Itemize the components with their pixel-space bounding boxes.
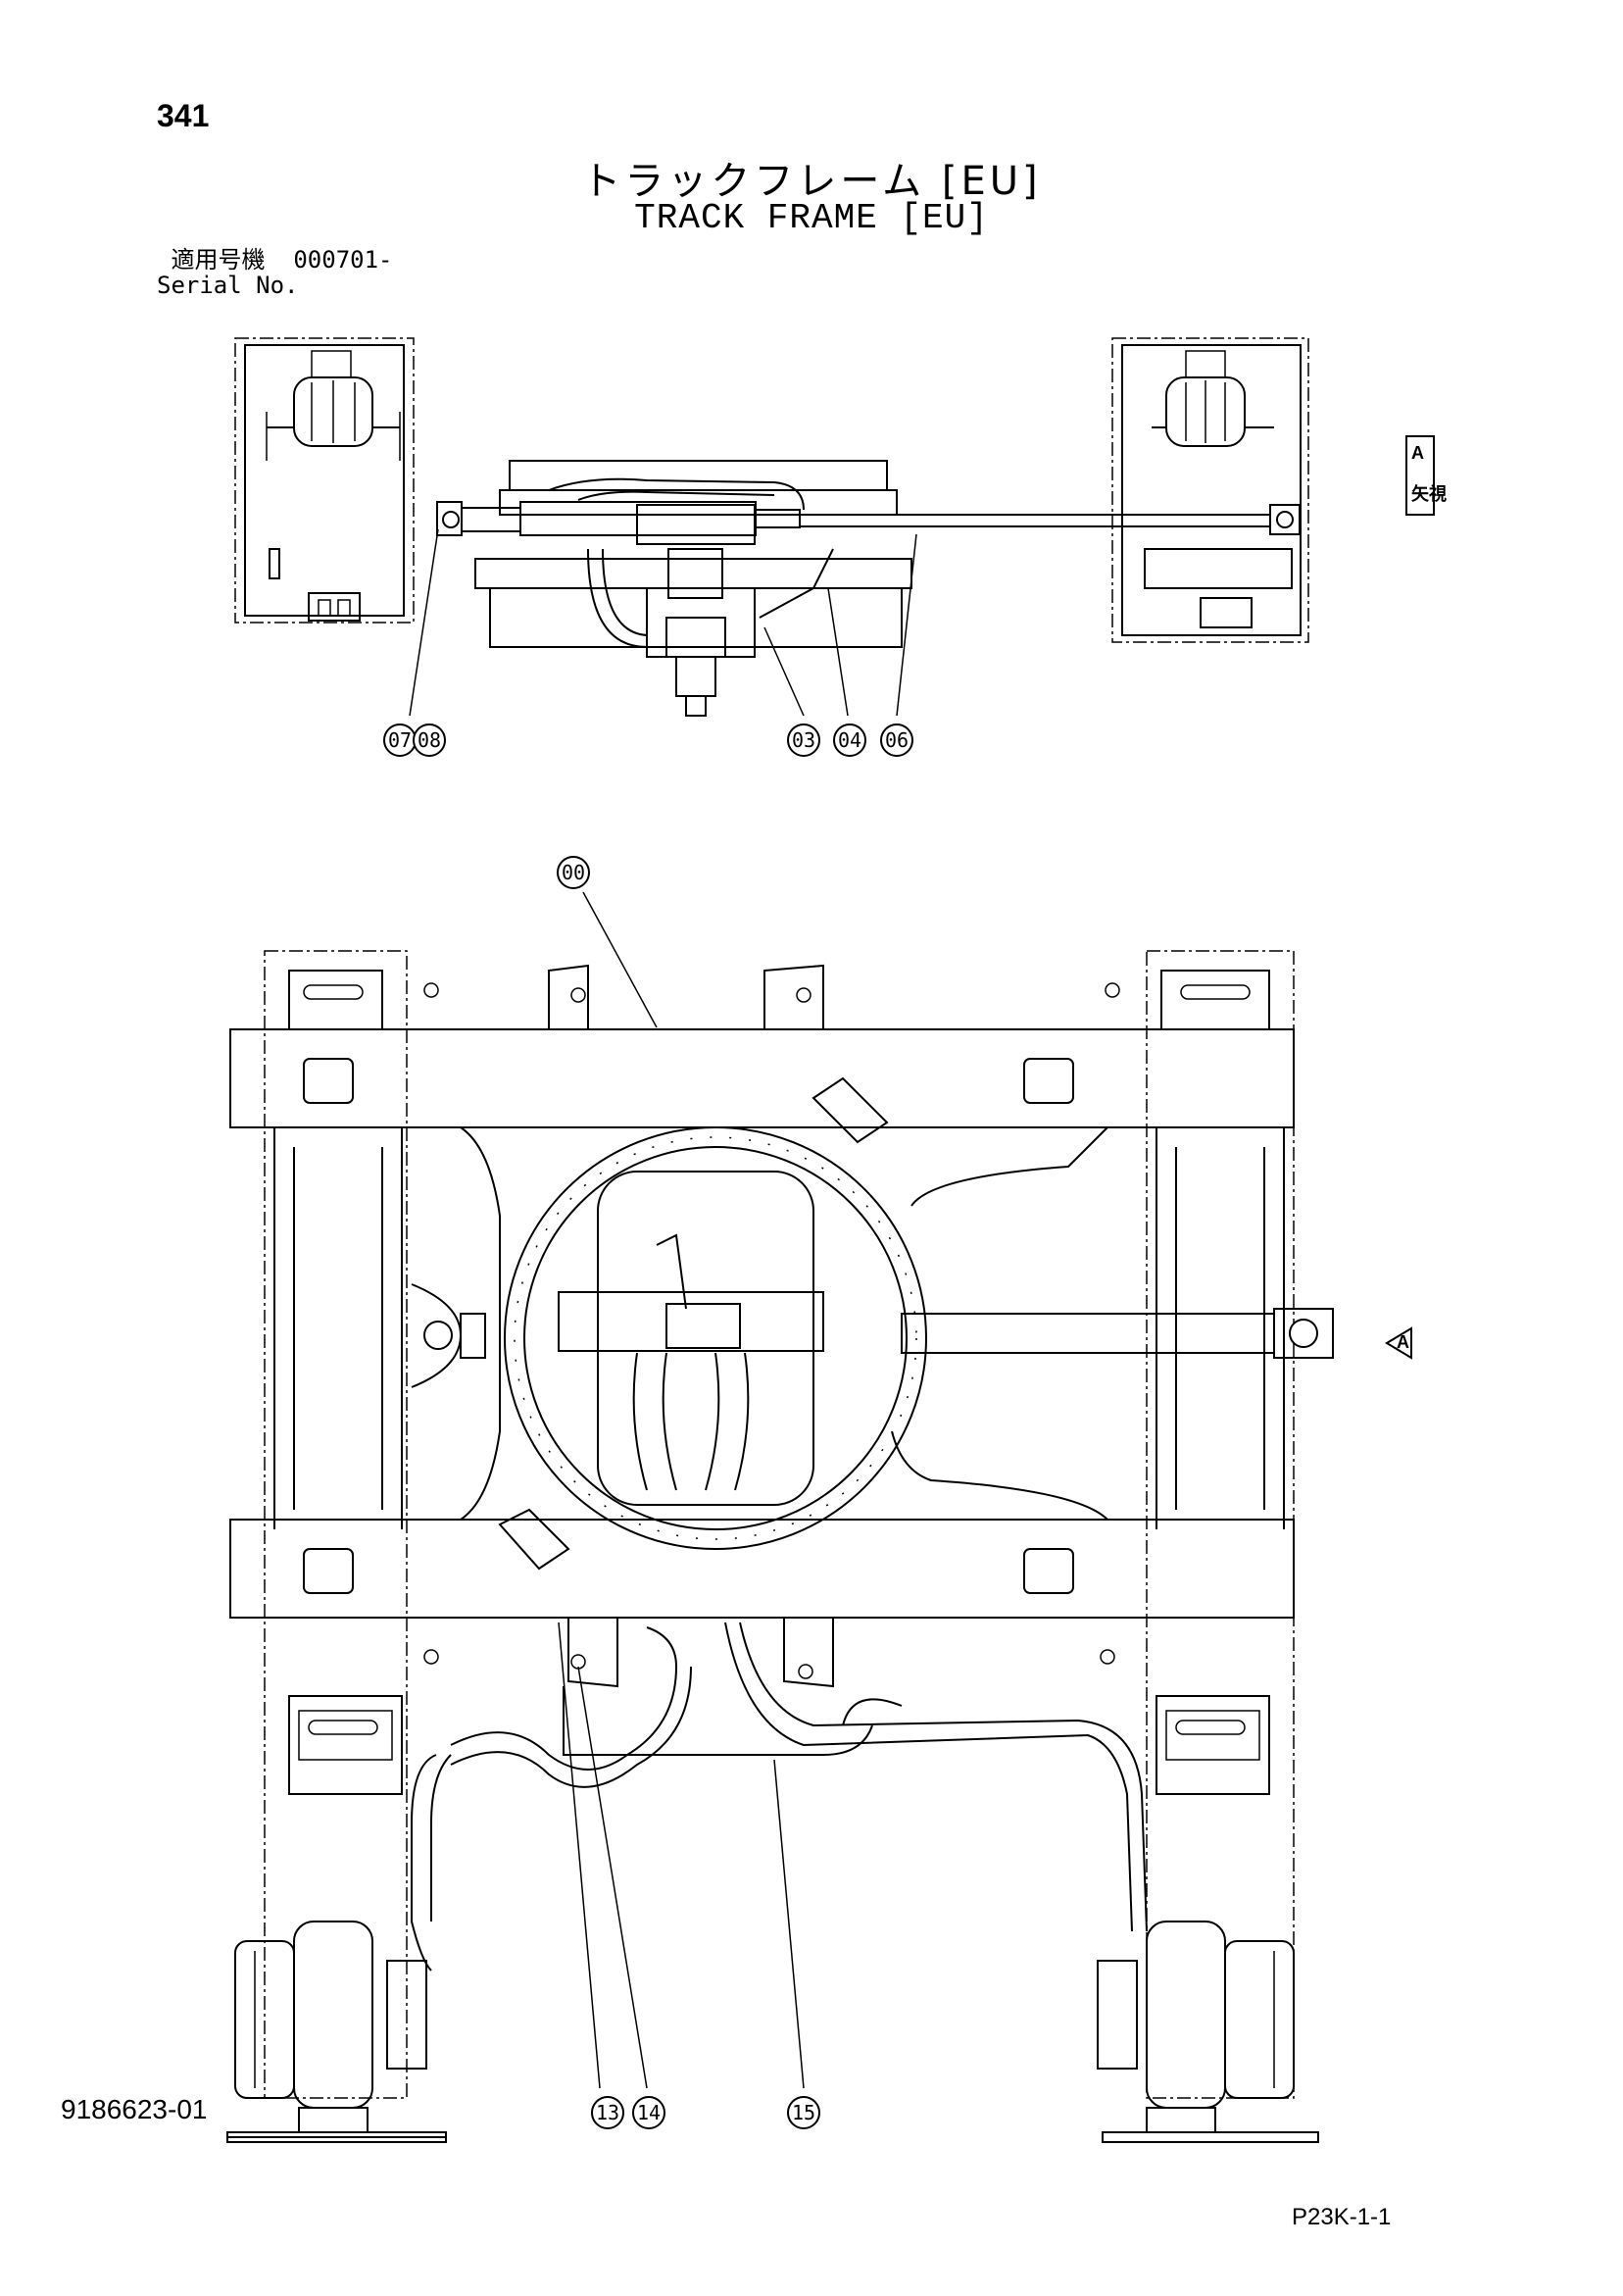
- callout-06-label: 06: [885, 728, 909, 752]
- view-a-caption: 矢視: [1411, 483, 1447, 504]
- serial-number-block: 適用号機 000701- Serial No.: [157, 247, 393, 298]
- rear-cross-member: [229, 1519, 1295, 1688]
- page-code: P23K-1-1: [1292, 2204, 1392, 2230]
- callout-13-label: 13: [596, 2101, 619, 2124]
- right-final-drive: [1097, 1921, 1295, 2133]
- right-base-plate: [1102, 2131, 1319, 2143]
- left-final-drive: [234, 1921, 427, 2133]
- callout-08-label: 08: [418, 728, 441, 752]
- callout-03: 03: [787, 724, 820, 757]
- side-view-leaders: [409, 528, 917, 717]
- plan-view: [226, 950, 1334, 2143]
- title-english: TRACK FRAME [EU]: [634, 198, 989, 238]
- diagonal-markers: [498, 1076, 889, 1571]
- side-view: [234, 337, 1309, 717]
- callout-15-label: 15: [792, 2101, 815, 2124]
- view-a-arrow-label: A: [1397, 1332, 1409, 1352]
- callout-00: 00: [557, 856, 590, 889]
- view-a-label: A: [1411, 443, 1424, 463]
- callout-08: 08: [413, 724, 446, 757]
- serial-value: 000701-: [293, 246, 393, 274]
- right-track-rails: [1146, 950, 1295, 2099]
- callout-04: 04: [833, 724, 866, 757]
- serial-label-ja: 適用号機: [171, 246, 266, 274]
- left-track-end: [234, 337, 415, 624]
- callout-06: 06: [880, 724, 913, 757]
- front-cross-member: [229, 964, 1295, 1128]
- side-cylinder: [436, 501, 1301, 536]
- center-frame-outline: [460, 1126, 1108, 1521]
- right-track-end: [1111, 337, 1309, 643]
- serial-label-en: Serial No.: [157, 272, 299, 299]
- swing-ring: [504, 1126, 927, 1550]
- callout-03-label: 03: [792, 728, 815, 752]
- callout-07: 07: [383, 724, 417, 757]
- callout-13: 13: [591, 2096, 624, 2129]
- callout-00-label: 00: [562, 861, 585, 884]
- left-track-rails: [264, 950, 408, 2099]
- callout-04-label: 04: [838, 728, 861, 752]
- document-number: 9186623-01: [61, 2094, 208, 2124]
- callout-15: 15: [787, 2096, 820, 2129]
- plan-cylinder: [411, 1283, 1334, 1388]
- plan-view-leaders: [558, 891, 805, 2089]
- view-a-arrow: A: [1385, 1326, 1412, 1360]
- callout-07-label: 07: [388, 728, 412, 752]
- view-a-marker: A 矢視: [1405, 435, 1447, 516]
- serial-line-ja: 適用号機 000701-: [157, 246, 393, 274]
- left-base-plate: [226, 2131, 447, 2143]
- hydraulic-hoses: [411, 1622, 1148, 1972]
- title-japanese: トラックフレーム [EU]: [581, 159, 1042, 204]
- page-number: 341: [157, 98, 210, 133]
- center-joint: [558, 1171, 824, 1506]
- callout-14-label: 14: [637, 2101, 661, 2124]
- center-body: [474, 460, 912, 717]
- callout-14: 14: [632, 2096, 665, 2129]
